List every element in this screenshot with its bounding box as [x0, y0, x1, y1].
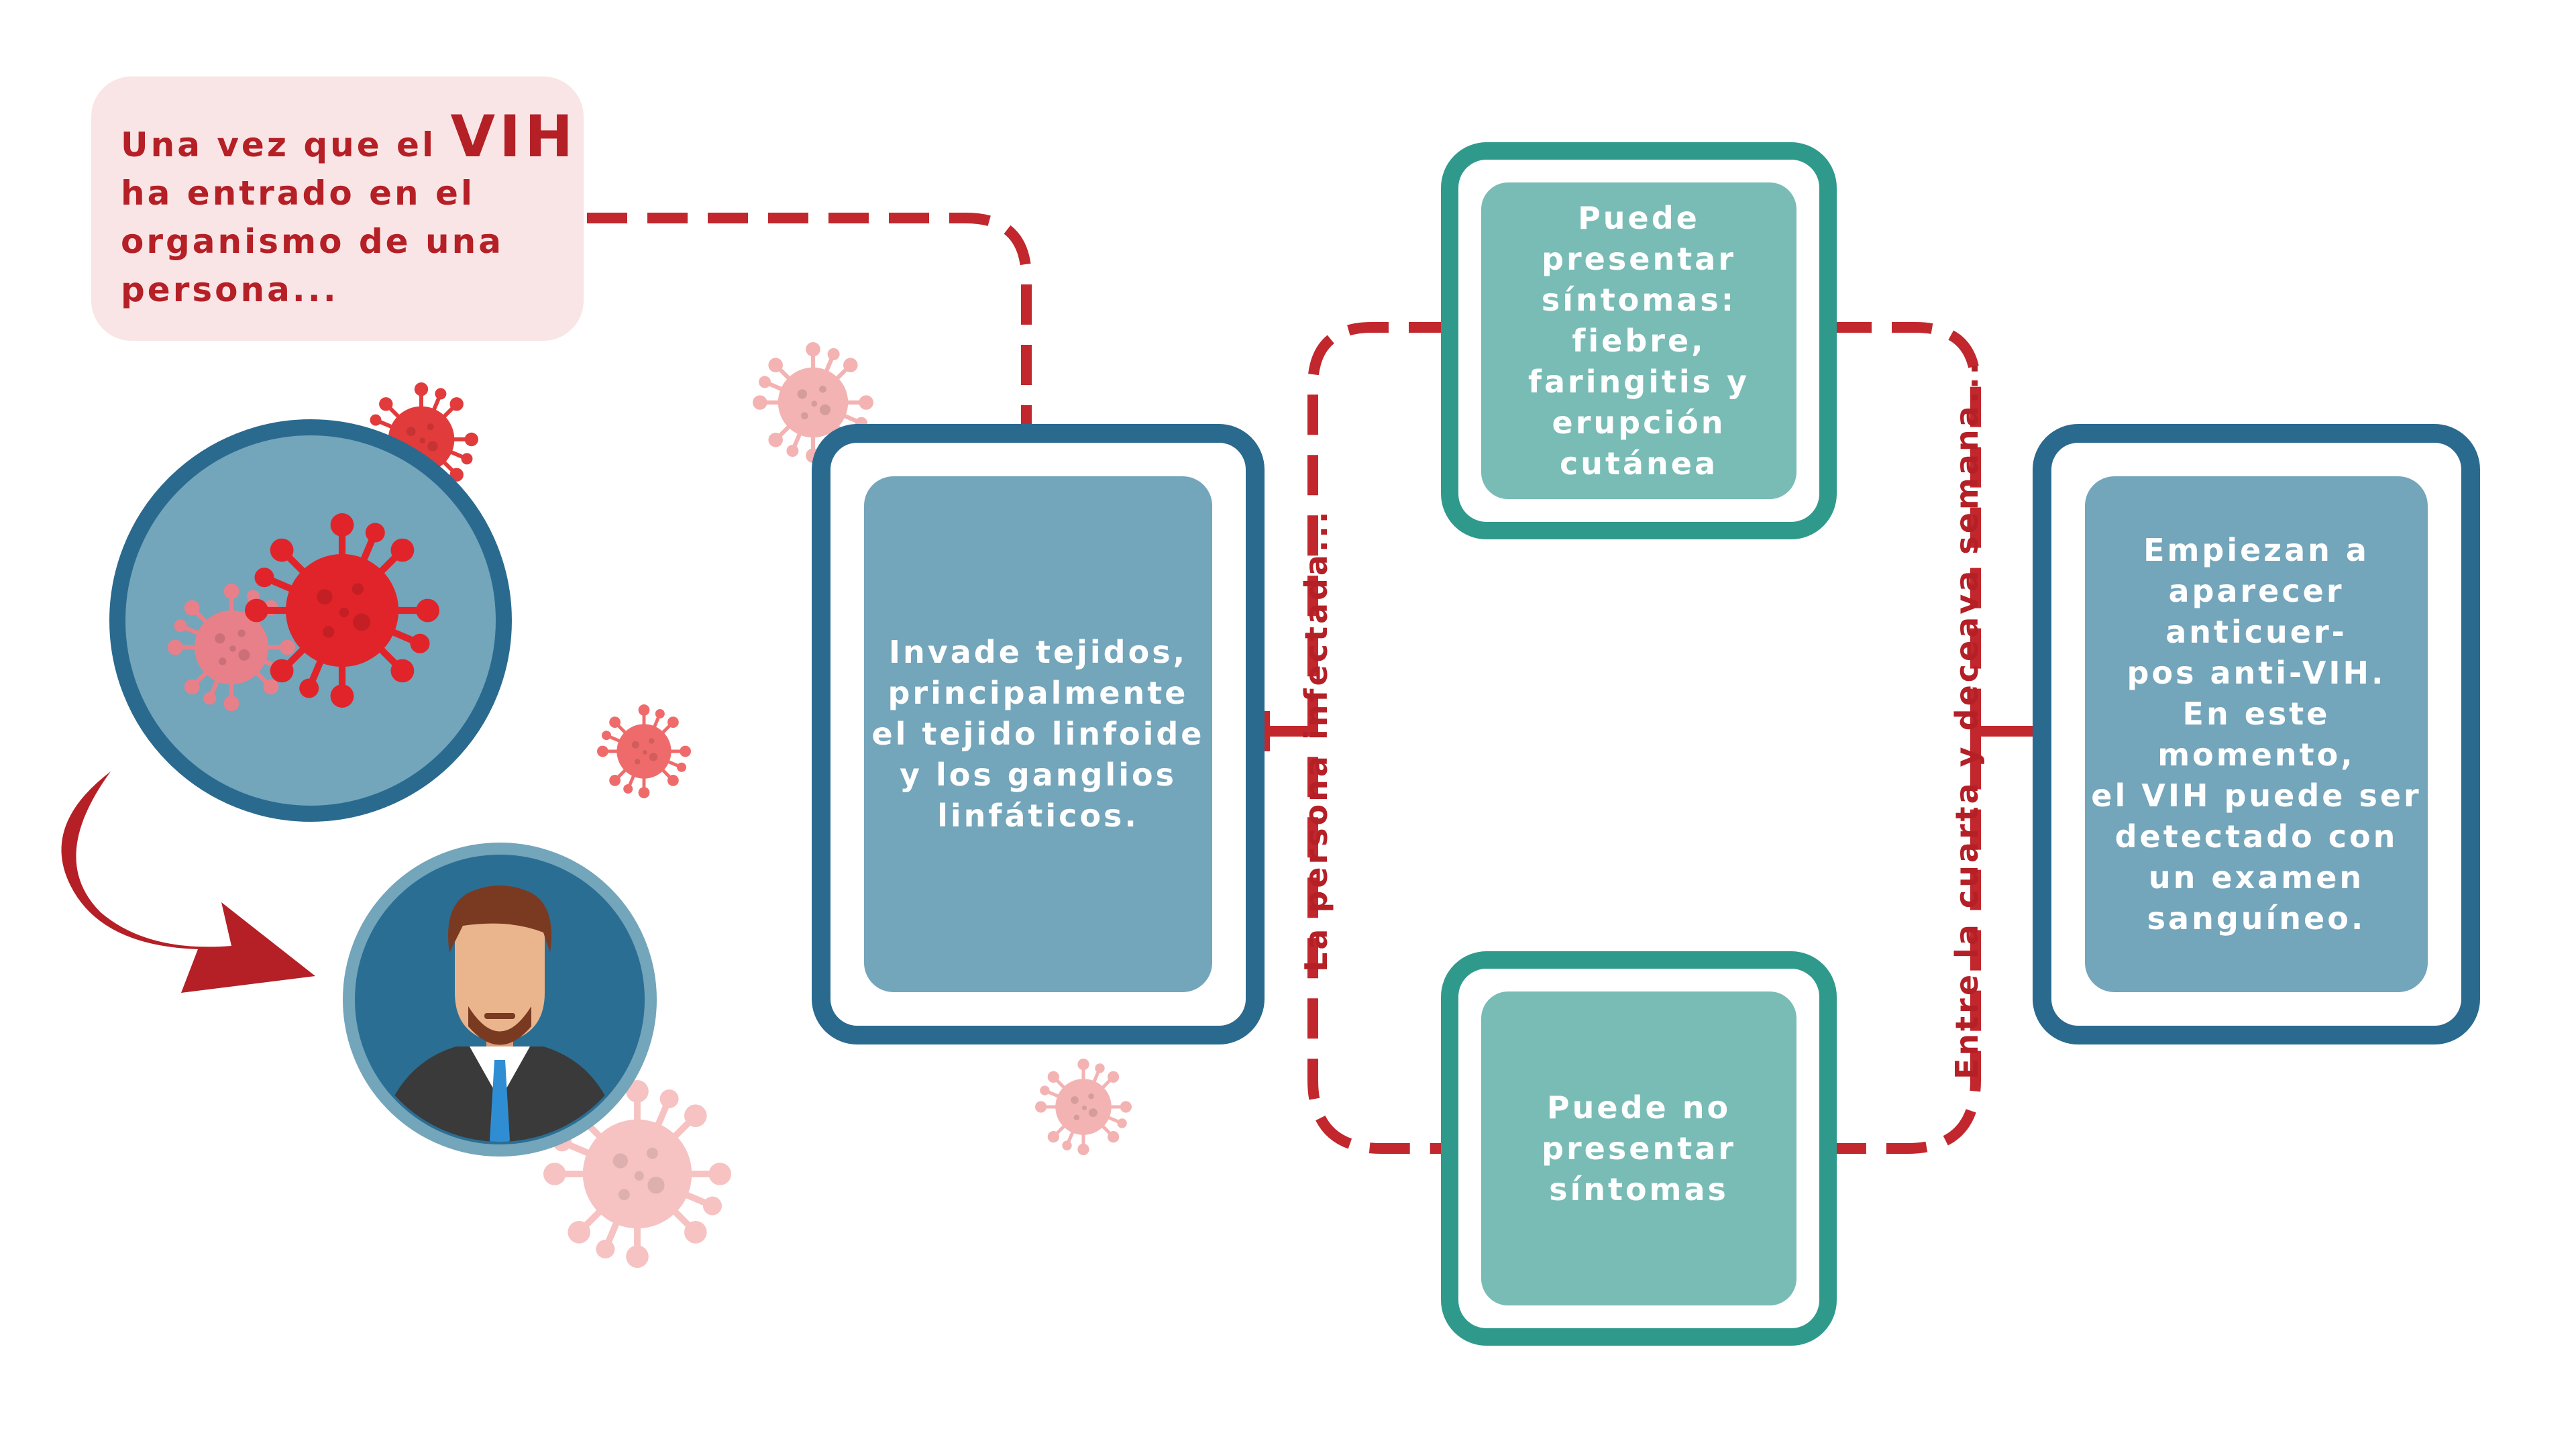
symptoms-text: Puede presentar síntomas: fiebre, faring…: [1527, 199, 1750, 482]
no-symptoms-box: Puede no presentar síntomas: [1441, 951, 1837, 1346]
symptoms-box: Puede presentar síntomas: fiebre, faring…: [1441, 142, 1837, 539]
weeks-label: Entre la cuarta y deceava semana...: [1949, 360, 1985, 1079]
virus-icon: [245, 513, 439, 708]
intro-line-3: organismo de una: [121, 222, 504, 261]
virus-icon: [168, 584, 295, 711]
intro-line-4: persona...: [121, 270, 339, 309]
person-avatar-icon: [343, 843, 657, 1157]
branch-ticks: [1259, 711, 2033, 751]
invade-tissues-panel: Invade tejidos, principalmente el tejido…: [864, 476, 1212, 992]
antibodies-panel: Empiezan a aparecer anticuer- pos anti-V…: [2085, 476, 2428, 992]
intro-bubble: Una vez que el VIH ha entrado en el orga…: [91, 76, 584, 341]
invade-tissues-text: Invade tejidos, principalmente el tejido…: [871, 634, 1205, 834]
antibodies-text: Empiezan a aparecer anticuer- pos anti-V…: [2091, 531, 2422, 936]
invade-tissues-box: Invade tejidos, principalmente el tejido…: [812, 424, 1265, 1044]
no-symptoms-panel: Puede no presentar síntomas: [1481, 991, 1796, 1305]
virus-icon: [597, 704, 691, 798]
symptoms-panel: Puede presentar síntomas: fiebre, faring…: [1481, 182, 1796, 499]
intro-vih-emphasis: VIH: [450, 103, 578, 170]
infected-person-label: La persona infectada...: [1298, 508, 1334, 972]
antibodies-box: Empiezan a aparecer anticuer- pos anti-V…: [2033, 424, 2480, 1044]
dashed-connectors: [587, 213, 1981, 1154]
curved-arrow-icon: [61, 771, 315, 993]
intro-line-1-text: Una vez que el: [121, 125, 451, 164]
intro-line-2: ha entrado en el: [121, 174, 476, 213]
no-symptoms-text: Puede no presentar síntomas: [1542, 1089, 1736, 1208]
intro-line-1: Una vez que el VIH: [121, 108, 573, 169]
